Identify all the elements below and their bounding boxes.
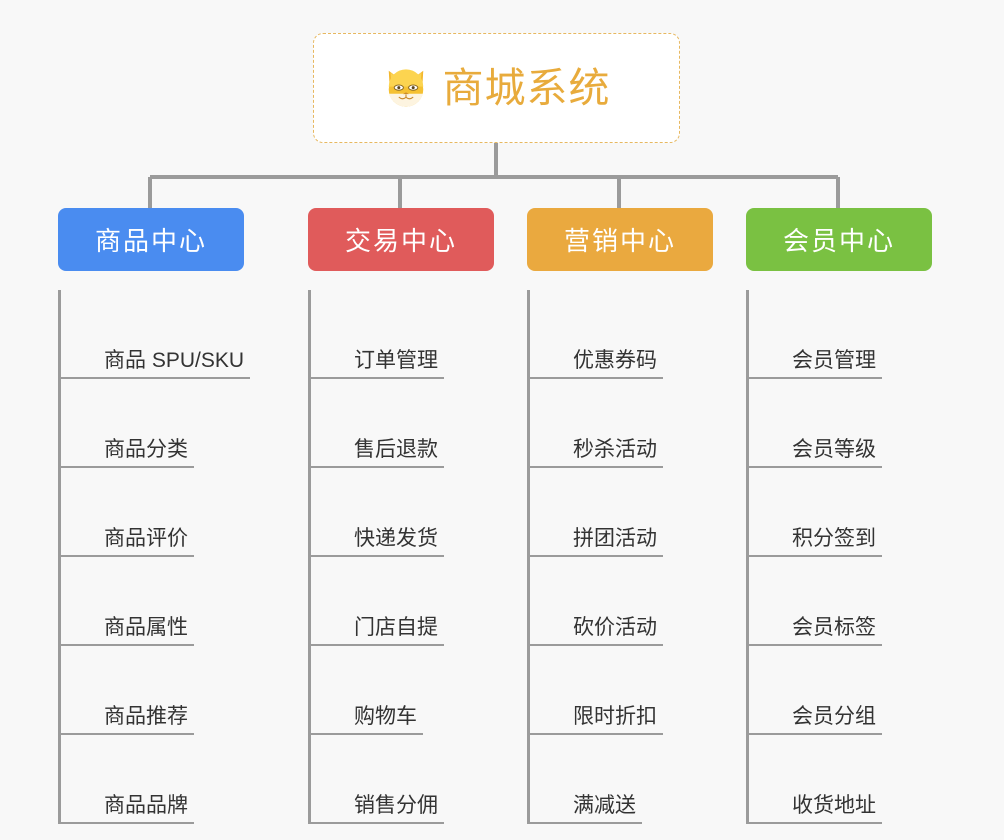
category-column-0: 商品中心商品 SPU/SKU 商品分类商品评价商品属性商品推荐商品品牌 (58, 208, 250, 824)
list-item-underline (749, 733, 882, 735)
list-item-underline (61, 377, 250, 379)
list-item[interactable]: 会员管理 (749, 290, 932, 379)
list-item-underline (61, 822, 194, 824)
list-item-label: 会员分组 (792, 705, 876, 728)
list-item[interactable]: 砍价活动 (530, 557, 713, 646)
shiba-dog-face-icon (388, 69, 423, 107)
list-item-underline (311, 822, 444, 824)
list-item[interactable]: 商品推荐 (61, 646, 244, 735)
list-item[interactable]: 快递发货 (311, 468, 494, 557)
category-column-3: 会员中心会员管理会员等级积分签到会员标签会员分组收货地址 (746, 208, 932, 824)
category-column-1: 交易中心订单管理售后退款快递发货门店自提购物车销售分佣 (308, 208, 494, 824)
list-item[interactable]: 限时折扣 (530, 646, 713, 735)
list-item[interactable]: 优惠券码 (530, 290, 713, 379)
list-item-label: 积分签到 (792, 527, 876, 550)
list-item[interactable]: 订单管理 (311, 290, 494, 379)
list-item[interactable]: 商品品牌 (61, 735, 244, 824)
list-item[interactable]: 商品分类 (61, 379, 244, 468)
list-item-underline (311, 555, 444, 557)
list-item[interactable]: 销售分佣 (311, 735, 494, 824)
list-item-label: 商品品牌 (104, 794, 188, 817)
category-header-label: 会员中心 (782, 226, 895, 256)
list-item-label: 售后退款 (354, 438, 438, 461)
list-item-underline (530, 555, 663, 557)
list-item-underline (749, 644, 882, 646)
list-item[interactable]: 积分签到 (749, 468, 932, 557)
list-item-underline (311, 733, 423, 735)
list-item-underline (61, 644, 194, 646)
category-item-list-3: 会员管理会员等级积分签到会员标签会员分组收货地址 (746, 290, 932, 824)
list-item-underline (61, 555, 194, 557)
list-item-label: 拼团活动 (573, 527, 657, 550)
list-item[interactable]: 商品评价 (61, 468, 244, 557)
list-item-underline (530, 822, 642, 824)
category-item-list-2: 优惠券码秒杀活动拼团活动砍价活动限时折扣满减送 (527, 290, 713, 824)
list-item-label: 订单管理 (354, 349, 438, 372)
root-title: 商城系统 (442, 64, 611, 111)
category-header-0[interactable]: 商品中心 (58, 208, 244, 271)
list-item-label: 商品属性 (104, 616, 188, 639)
list-item[interactable]: 秒杀活动 (530, 379, 713, 468)
list-item-label: 会员等级 (792, 438, 876, 461)
list-item[interactable]: 商品 SPU/SKU (61, 290, 250, 379)
list-item-label: 商品评价 (104, 527, 188, 550)
list-item-label: 购物车 (354, 705, 417, 728)
list-item[interactable]: 会员分组 (749, 646, 932, 735)
list-item-label: 满减送 (573, 794, 636, 817)
category-header-3[interactable]: 会员中心 (746, 208, 932, 271)
list-item-underline (749, 822, 882, 824)
list-item[interactable]: 售后退款 (311, 379, 494, 468)
list-item-label: 商品 SPU/SKU (104, 349, 245, 372)
list-item[interactable]: 门店自提 (311, 557, 494, 646)
root-node[interactable]: 商城系统 (313, 33, 680, 143)
list-item[interactable]: 会员标签 (749, 557, 932, 646)
list-item-underline (61, 733, 194, 735)
list-item[interactable]: 收货地址 (749, 735, 932, 824)
category-header-label: 商品中心 (94, 226, 207, 256)
list-item-label: 商品推荐 (104, 705, 188, 728)
list-item-label: 收货地址 (792, 794, 876, 817)
list-item[interactable]: 商品属性 (61, 557, 244, 646)
list-item-underline (61, 466, 194, 468)
list-item-underline (530, 644, 663, 646)
list-item-underline (311, 644, 444, 646)
list-item-underline (311, 377, 444, 379)
category-item-list-0: 商品 SPU/SKU 商品分类商品评价商品属性商品推荐商品品牌 (58, 290, 250, 824)
list-item-underline (749, 377, 882, 379)
list-item-label: 商品分类 (104, 438, 188, 461)
category-column-2: 营销中心优惠券码秒杀活动拼团活动砍价活动限时折扣满减送 (527, 208, 713, 824)
list-item[interactable]: 拼团活动 (530, 468, 713, 557)
category-item-list-1: 订单管理售后退款快递发货门店自提购物车销售分佣 (308, 290, 494, 824)
list-item[interactable]: 会员等级 (749, 379, 932, 468)
list-item-underline (530, 733, 663, 735)
category-header-2[interactable]: 营销中心 (527, 208, 713, 271)
category-header-label: 交易中心 (344, 226, 457, 256)
list-item-label: 优惠券码 (573, 349, 657, 372)
list-item-label: 销售分佣 (354, 794, 438, 817)
list-item-label: 砍价活动 (573, 616, 657, 639)
list-item-underline (311, 466, 444, 468)
list-item-label: 限时折扣 (573, 705, 657, 728)
list-item-label: 快递发货 (354, 527, 438, 550)
list-item-underline (530, 466, 663, 468)
list-item-label: 门店自提 (354, 616, 438, 639)
category-header-1[interactable]: 交易中心 (308, 208, 494, 271)
list-item-underline (749, 555, 882, 557)
list-item-label: 会员标签 (792, 616, 876, 639)
list-item-underline (530, 377, 663, 379)
category-header-label: 营销中心 (563, 226, 676, 256)
list-item-label: 秒杀活动 (573, 438, 657, 461)
list-item-label: 会员管理 (792, 349, 876, 372)
list-item-underline (749, 466, 882, 468)
list-item[interactable]: 购物车 (311, 646, 494, 735)
list-item[interactable]: 满减送 (530, 735, 713, 824)
